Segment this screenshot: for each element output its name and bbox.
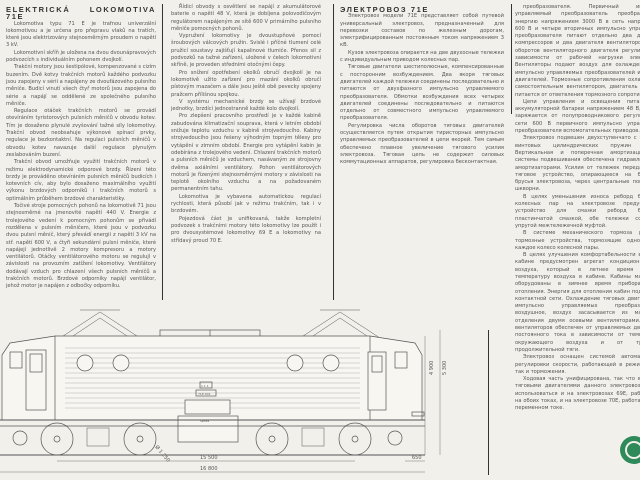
paragraph: Řídicí obvody s osvětlení se napájí z ak… [171,4,321,32]
buffer [411,411,425,417]
paragraph: Электровоз модели 71Е представляет собой… [340,13,504,49]
paragraph: Vypružení lokomotivy je dvoustupňové pom… [171,33,321,69]
paragraph: преобразователя. Первичный импульсно упр… [515,4,640,98]
paragraph: Lokomotiva je vybavena automatickou regu… [171,193,321,215]
paragraph: Trakční obvod umožňuje využití trakčních… [6,159,156,202]
dimension-label: 5 300 [442,361,448,375]
window [9,351,408,372]
paragraph: В системе механического тормоза работают… [515,230,640,251]
paragraph: V systému mechanické brzdy se užívají br… [171,98,321,113]
paragraph: В целях уменьшения износа реборд бандаже… [515,193,640,229]
paragraph: Электровоз оснащен системой автоматическ… [515,354,640,375]
paragraph: Цепи управления и освещения питаются от … [515,98,640,135]
paragraph: В целях улучшения комфортабельности в ка… [515,252,640,353]
dimension-label: 16 800 [200,466,218,472]
dimension-label: 650 [412,455,422,461]
column-divider [488,330,489,475]
cab-door [25,349,387,411]
dimension-label: 4 900 [429,361,435,375]
paragraph: Pro snížení opotřebení okolků obručí dvo… [171,69,321,98]
paragraph: Trakční motory jsou šestipólové, kompenz… [6,64,156,107]
russian-column-2: преобразователя. Первичный импульсно упр… [515,4,640,413]
czech-column-1: ELEKTRICKÁ LOKOMOTIVA 71E Lokomotiva typ… [6,6,156,291]
plate-label: 1 1 1 [201,384,209,388]
paragraph: Lokomotivní skříň je uložena na dvou dvo… [6,49,156,64]
publisher-logo-icon [620,436,640,464]
pantograph [59,309,381,339]
czech-column-2: Řídicí obvody s osvětlení se napájí z ak… [171,4,321,245]
paragraph: Pojezdová část je unifikovaná, takže kom… [171,215,321,244]
paragraph: Кузов электровоза опирается на две двухо… [340,49,504,64]
paragraph: Točivé stroje pomocných pohonů na lokomo… [6,203,156,290]
paragraph: Электровоз подвешен двухступенчато с пом… [515,135,640,193]
russian-title: ЭЛЕКТРОВОЗ 71Е [340,5,429,14]
paragraph: Regulace otáček trakčních motorů se prov… [6,108,156,158]
paragraph: Регулировка числа оборотов тяговых двига… [340,122,504,166]
russian-column-1: ЭЛЕКТРОВОЗ 71Е Электровоз модели 71Е пре… [340,6,504,167]
plate-label: 71E 001 [198,392,210,396]
paragraph: Ходовая часть унифицирована, так что в с… [515,376,640,412]
paragraph: Lokomotiva typu 71 E je trafnou univerzá… [6,20,156,49]
column-divider [333,4,334,320]
plate-label: Škoda [200,418,209,423]
czech-title: ELEKTRICKÁ LOKOMOTIVA 71E [6,5,156,22]
column-divider [511,4,512,114]
column-divider [162,4,163,326]
paragraph: Тяговые двигатели шестиполюсные, компенс… [340,64,504,122]
paragraph: Pro zlepšení pracovního prostředí je v k… [171,113,321,193]
dimension-label: 15 500 [200,455,218,461]
